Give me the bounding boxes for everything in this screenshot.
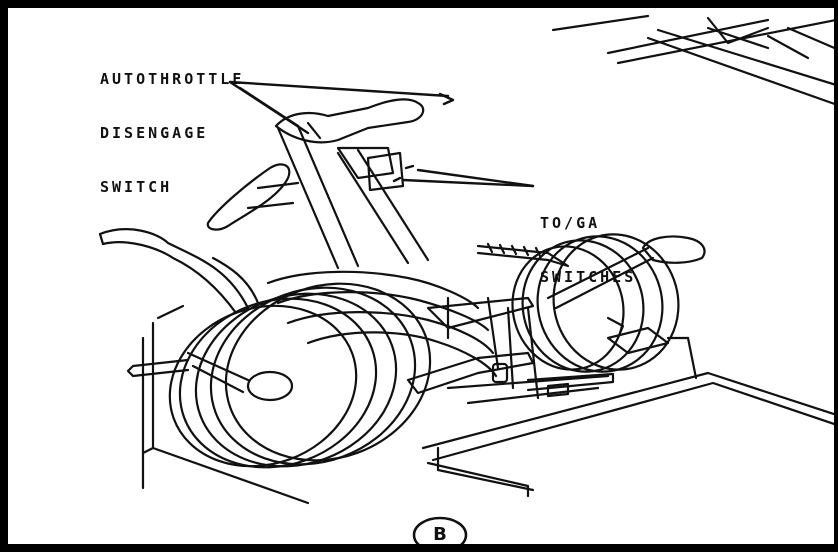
- thrust-lever-body: [266, 270, 670, 405]
- autothrottle-label-line-2: DISENGAGE: [100, 124, 209, 142]
- trim-wheel-left: [126, 282, 432, 469]
- autothrottle-label-line-3: SWITCH: [100, 178, 173, 196]
- right-lever: [546, 235, 706, 340]
- trim-wheel-right: [476, 233, 680, 373]
- overhead-console-edge: [551, 14, 834, 105]
- callout-leader-lines: [228, 80, 535, 188]
- view-label: B: [433, 524, 447, 545]
- console-base: [421, 336, 834, 498]
- toga-label-line-2: SWITCHES: [540, 268, 637, 286]
- left-pedestal: [141, 304, 310, 505]
- toga-switches-label: TO/GA SWITCHES: [540, 178, 636, 322]
- view-letter-circle: [412, 516, 468, 544]
- toga-label-line-1: TO/GA: [540, 214, 601, 232]
- throttle-lever: [206, 98, 430, 270]
- throttle-quadrant-illustration: [98, 14, 834, 544]
- autothrottle-label-line-1: AUTOTHROTTLE: [100, 70, 245, 88]
- flap-lever: [98, 228, 260, 315]
- autothrottle-disengage-switch-label: AUTOTHROTTLE DISENGAGE SWITCH: [100, 34, 244, 232]
